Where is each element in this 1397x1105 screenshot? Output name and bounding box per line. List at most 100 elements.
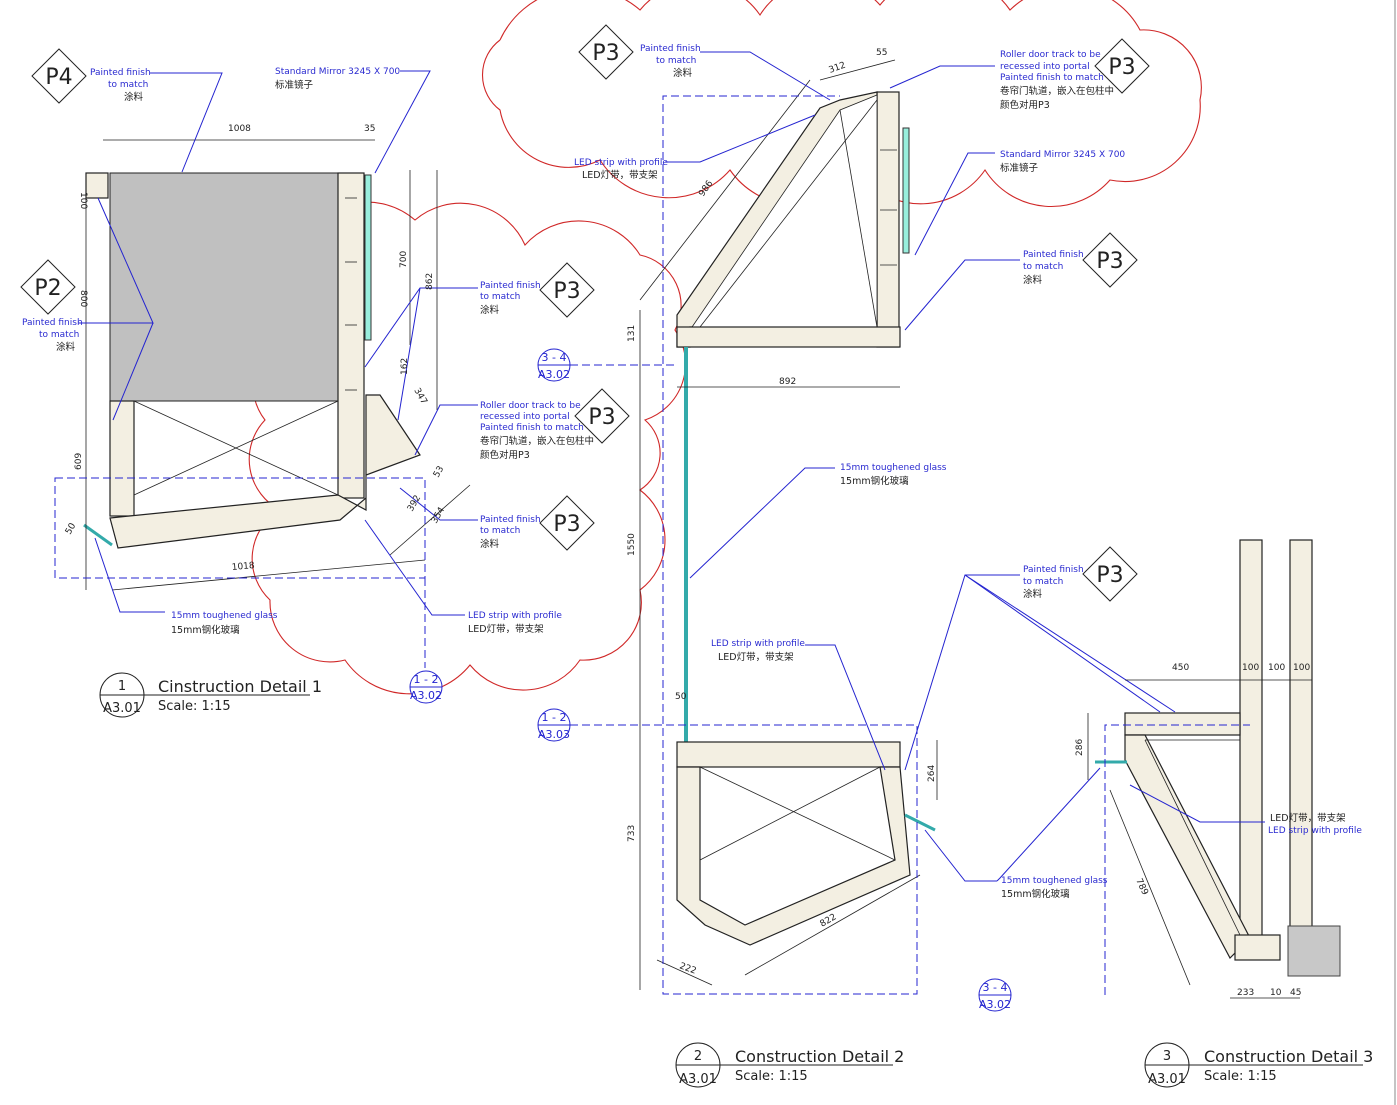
dim: 100 [78,192,88,209]
dim: 1018 [231,561,255,573]
dim: 100 [1242,663,1259,673]
dim: 862 [425,273,435,290]
section-ref-id: 1 - 2 [414,673,439,686]
dim: 162 [400,358,410,375]
note: to match [480,526,520,536]
note: 15mm钢化玻璃 [840,475,909,487]
dim: 347 [411,387,428,407]
note: 涂料 [1023,274,1043,286]
detail-3-notes: Painted finish to match 涂料 LED灯带，带支架 LED… [1001,565,1362,900]
painted-panel [109,172,339,402]
note: 涂料 [1023,588,1043,600]
tag-label: P3 [1096,249,1123,274]
portal-column [337,172,365,499]
note: 卷帘门轨道，嵌入在包柱中 [480,435,594,447]
tag-label: P3 [553,512,580,537]
section-ref-sheet: A3.02 [410,689,442,702]
dim: 233 [1237,988,1254,998]
note: to match [108,80,148,90]
note: Standard Mirror 3245 X 700 [1000,150,1125,160]
note: recessed into portal [480,412,570,422]
note: 涂料 [673,67,693,79]
dim: 55 [876,48,887,58]
finish-tag-p2: P2 [20,259,76,315]
detail-title: Construction Detail 2 [735,1047,904,1066]
note: LED strip with profile [711,639,805,649]
section-ref-sheet: A3.02 [979,998,1011,1011]
note: 15mm toughened glass [171,611,278,621]
mirror [902,127,910,254]
detail-sheet: A3.01 [679,1072,717,1087]
dim: 354 [430,505,447,525]
dim: 35 [364,124,375,134]
dim: 131 [627,325,637,342]
note: 涂料 [124,91,144,103]
dim: 733 [627,825,637,842]
note: 涂料 [56,341,76,353]
dim: 1550 [627,533,637,556]
dim: 53 [432,465,446,480]
note: 颜色对用P3 [480,449,530,461]
note: to match [1023,262,1063,272]
note: 15mm钢化玻璃 [1001,888,1070,900]
section-ref[interactable]: 1 - 2 A3.02 [409,670,443,704]
portal-column [876,91,900,348]
section-box [570,95,918,995]
section-ref[interactable]: 3 - 4A3.02 [537,348,571,382]
dim: 986 [697,179,715,199]
section-box [54,477,426,579]
detail-title-2: 2 A3.01 Construction Detail 2 Scale: 1:1… [675,1042,904,1088]
note: 15mm toughened glass [840,463,947,473]
dim: 45 [1290,988,1301,998]
note: to match [1023,577,1063,587]
detail-1-notes: Painted finish to match 涂料 Standard Mirr… [22,67,594,636]
detail-title-3: 3 A3.01 Construction Detail 3 Scale: 1:1… [1144,1042,1373,1088]
dim: 892 [779,377,796,387]
finish-tag-p3: P3 [1094,38,1150,94]
finish-tag-p3: P3 [539,262,595,318]
dim: 1008 [228,124,251,134]
dim: 450 [1172,663,1189,673]
note: LED灯带，带支架 [1270,812,1346,824]
note: Painted finish [480,281,541,291]
tag-label: P3 [588,405,615,430]
detail-scale: Scale: 1:15 [158,699,231,714]
note: Painted finish to match [480,423,584,433]
detail-scale: Scale: 1:15 [735,1069,808,1084]
section-ref[interactable]: 3 - 4 A3.02 [978,978,1012,1012]
tag-label: P3 [1096,563,1123,588]
tag-label: P3 [592,41,619,66]
glass-panel [83,523,113,547]
section-ref[interactable]: 1 - 2A3.03 [537,708,571,742]
tag-label: P3 [1108,55,1135,80]
dim: 609 [74,453,84,470]
angled-frame [1124,734,1251,959]
dim: 392 [406,494,423,514]
note: LED灯带，带支架 [582,169,658,181]
section-ref-id: 1 - 2 [542,711,567,724]
note: 15mm钢化玻璃 [171,624,240,636]
detail-number: 2 [694,1049,702,1064]
detail-2-plan [570,51,1176,995]
detail-title: Cinstruction Detail 1 [158,677,322,696]
note: 涂料 [480,304,500,316]
revision-cloud [482,0,1202,208]
note: LED strip with profile [574,158,668,168]
note: LED strip with profile [468,611,562,621]
dim: 100 [1268,663,1285,673]
finish-tag-p3: P3 [1082,546,1138,602]
note: 标准镜子 [1000,162,1039,174]
dim: 700 [399,251,409,268]
section-box [1104,724,1250,995]
wall-block [85,172,109,199]
floor-block [1287,925,1341,977]
note: LED灯带，带支架 [718,651,794,663]
dim: 50 [64,521,79,536]
base-frame [676,766,911,946]
detail-2-notes: Painted finish to match 涂料 Roller door t… [574,44,1125,663]
note: Roller door track to be [480,401,581,411]
note: 卷帘门轨道，嵌入在包柱中 [1000,85,1114,97]
detail-scale: Scale: 1:15 [1204,1069,1277,1084]
section-ref-id: 3 - 4 [983,981,1008,994]
